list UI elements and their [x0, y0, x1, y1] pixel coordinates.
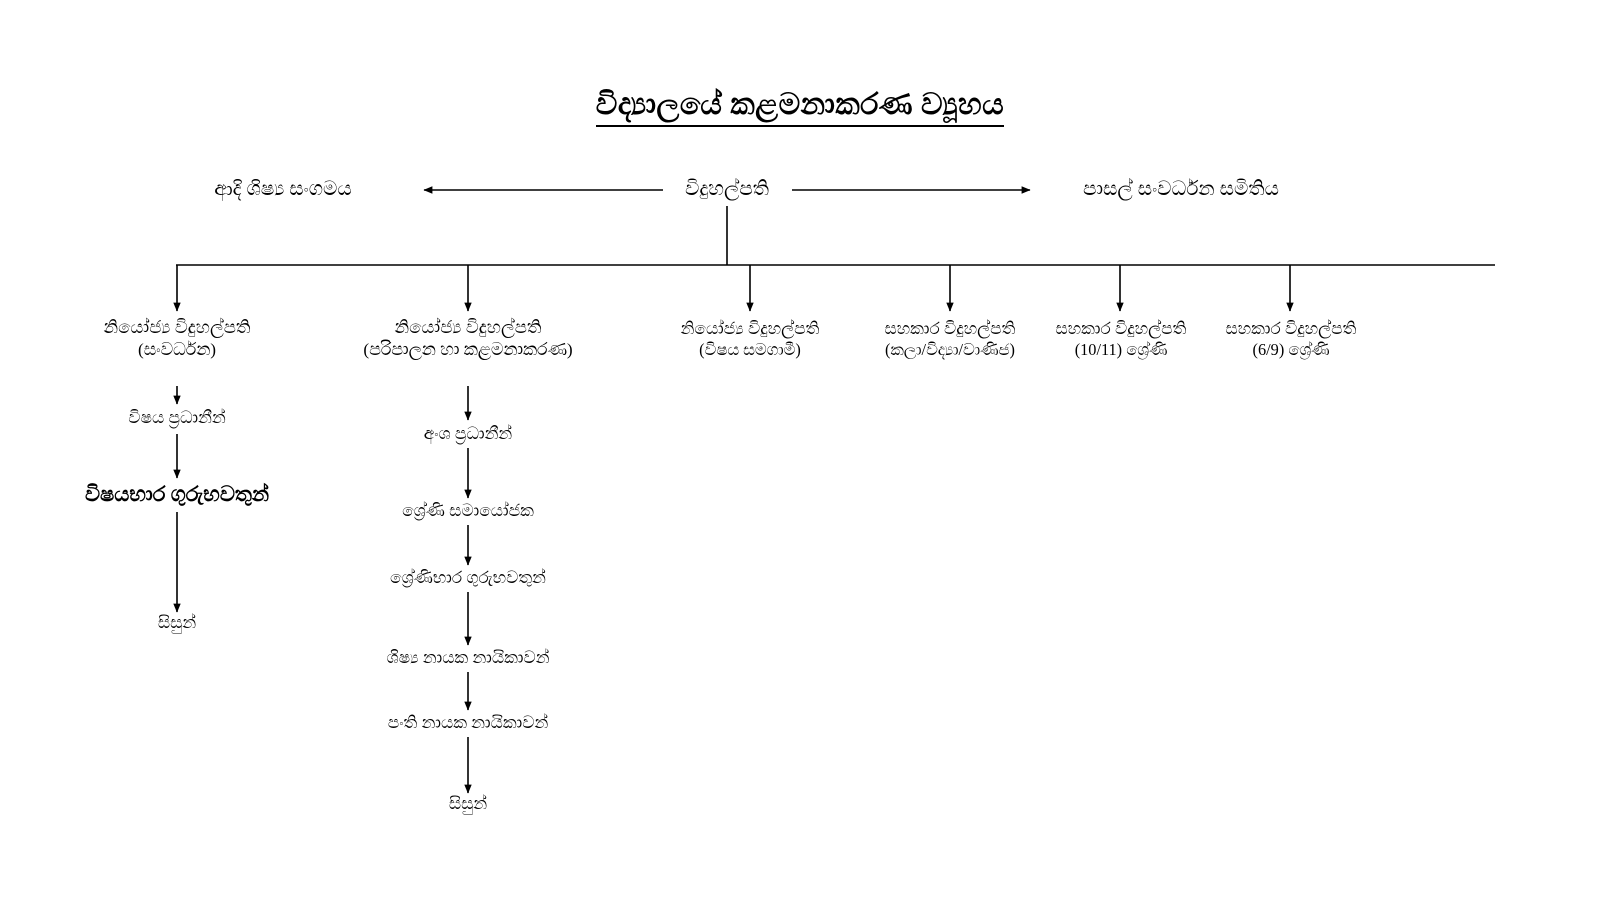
node-deputy-principal-cocurricular-line1: නියෝජ්‍ය විදුහල්පති: [680, 319, 820, 338]
node-students-center[interactable]: සිසුන්: [388, 793, 548, 815]
node-deputy-principal-administration-line2: (පරිපාලන හා කළමනාකරණ): [363, 340, 573, 360]
node-deputy-principal-development-line2: (සංවර්ධන): [138, 340, 216, 360]
node-principal-label: විදුහල්පති: [684, 178, 770, 200]
node-student-leaders-label: ශිෂ්‍ය නායක නායිකාවන්: [386, 648, 550, 667]
node-school-development-society-label: පාසල් සංවර්ධන සමිතිය: [1082, 178, 1280, 200]
node-section-heads[interactable]: අංශ ප්‍රධානීන්: [368, 423, 568, 445]
node-deputy-principal-administration[interactable]: නියෝජ්‍ය විදුහල්පති (පරිපාලන හා කළමනාකරණ…: [288, 316, 648, 361]
node-assistant-principal-grades-10-11-line1: සහකාර විදුහල්පති: [1055, 319, 1187, 338]
node-assistant-principal-streams-line2: (කලා/විද්‍යා/වාණිජ): [885, 339, 1015, 359]
node-deputy-principal-cocurricular-line2: (විෂය සමගාමී): [699, 339, 801, 359]
node-grade-coordinators[interactable]: ශ්‍රේණි සමායෝජක: [358, 500, 578, 522]
node-subject-teachers[interactable]: විෂයභාර ගුරුභවතුන්: [37, 481, 317, 508]
node-class-teachers[interactable]: ශ්‍රේණිභාර ගුරුභවතුන්: [343, 567, 593, 589]
node-subject-teachers-label: විෂයභාර ගුරුභවතුන්: [84, 482, 270, 506]
node-deputy-principal-development-line1: නියෝජ්‍ය විදුහල්පති: [103, 317, 251, 337]
node-deputy-principal-administration-line1: නියෝජ්‍ය විදුහල්පති: [394, 317, 542, 337]
node-principal[interactable]: විදුහල්පති: [637, 177, 817, 203]
node-section-heads-label: අංශ ප්‍රධානීන්: [423, 424, 513, 443]
node-students-center-label: සිසුන්: [448, 794, 488, 813]
node-school-development-society[interactable]: පාසල් සංවර්ධන සමිතිය: [1036, 177, 1326, 203]
node-student-leaders[interactable]: ශිෂ්‍ය නායක නායිකාවන්: [343, 647, 593, 669]
node-assistant-principal-grades-6-9-line1: සහකාර විදුහල්පති: [1225, 319, 1357, 338]
node-assistant-principal-grades-6-9-line2: (6/9) ශ්‍රේණි: [1252, 339, 1330, 359]
node-alumni-association[interactable]: ආදි ශිෂ්‍ය සංගමය: [153, 177, 413, 203]
node-class-leaders[interactable]: පංති නායක නායිකාවන්: [343, 712, 593, 734]
node-subject-heads[interactable]: විෂය ප්‍රධානීන්: [57, 407, 297, 429]
node-assistant-principal-grades-10-11[interactable]: සහකාර විදුහල්පති (10/11) ශ්‍රේණි: [1016, 318, 1226, 361]
node-grade-coordinators-label: ශ්‍රේණි සමායෝජක: [402, 501, 534, 520]
node-class-leaders-label: පංති නායක නායිකාවන්: [387, 713, 549, 732]
node-students-left[interactable]: සිසුන්: [97, 612, 257, 634]
node-class-teachers-label: ශ්‍රේණිභාර ගුරුභවතුන්: [390, 568, 546, 587]
page-title-text: විද්‍යාලයේ කළමනාකරණ ව්‍යූහය: [595, 88, 1005, 127]
node-deputy-principal-development[interactable]: නියෝජ්‍ය විදුහල්පති (සංවර්ධන): [47, 316, 307, 361]
node-students-left-label: සිසුන්: [157, 613, 197, 632]
node-assistant-principal-grades-6-9[interactable]: සහකාර විදුහල්පති (6/9) ශ්‍රේණි: [1186, 318, 1396, 361]
node-assistant-principal-grades-10-11-line2: (10/11) ශ්‍රේණි: [1074, 339, 1168, 359]
node-deputy-principal-cocurricular[interactable]: නියෝජ්‍ය විදුහල්පති (විෂය සමගාමී): [638, 318, 862, 361]
node-alumni-association-label: ආදි ශිෂ්‍ය සංගමය: [214, 178, 352, 200]
node-subject-heads-label: විෂය ප්‍රධානීන්: [128, 408, 226, 427]
node-assistant-principal-streams[interactable]: සහකාර විදුහල්පති (කලා/විද්‍යා/වාණිජ): [845, 318, 1055, 361]
page-title: විද්‍යාලයේ කළමනාකරණ ව්‍යූහය: [0, 88, 1600, 127]
node-assistant-principal-streams-line1: සහකාර විදුහල්පති: [884, 319, 1016, 338]
